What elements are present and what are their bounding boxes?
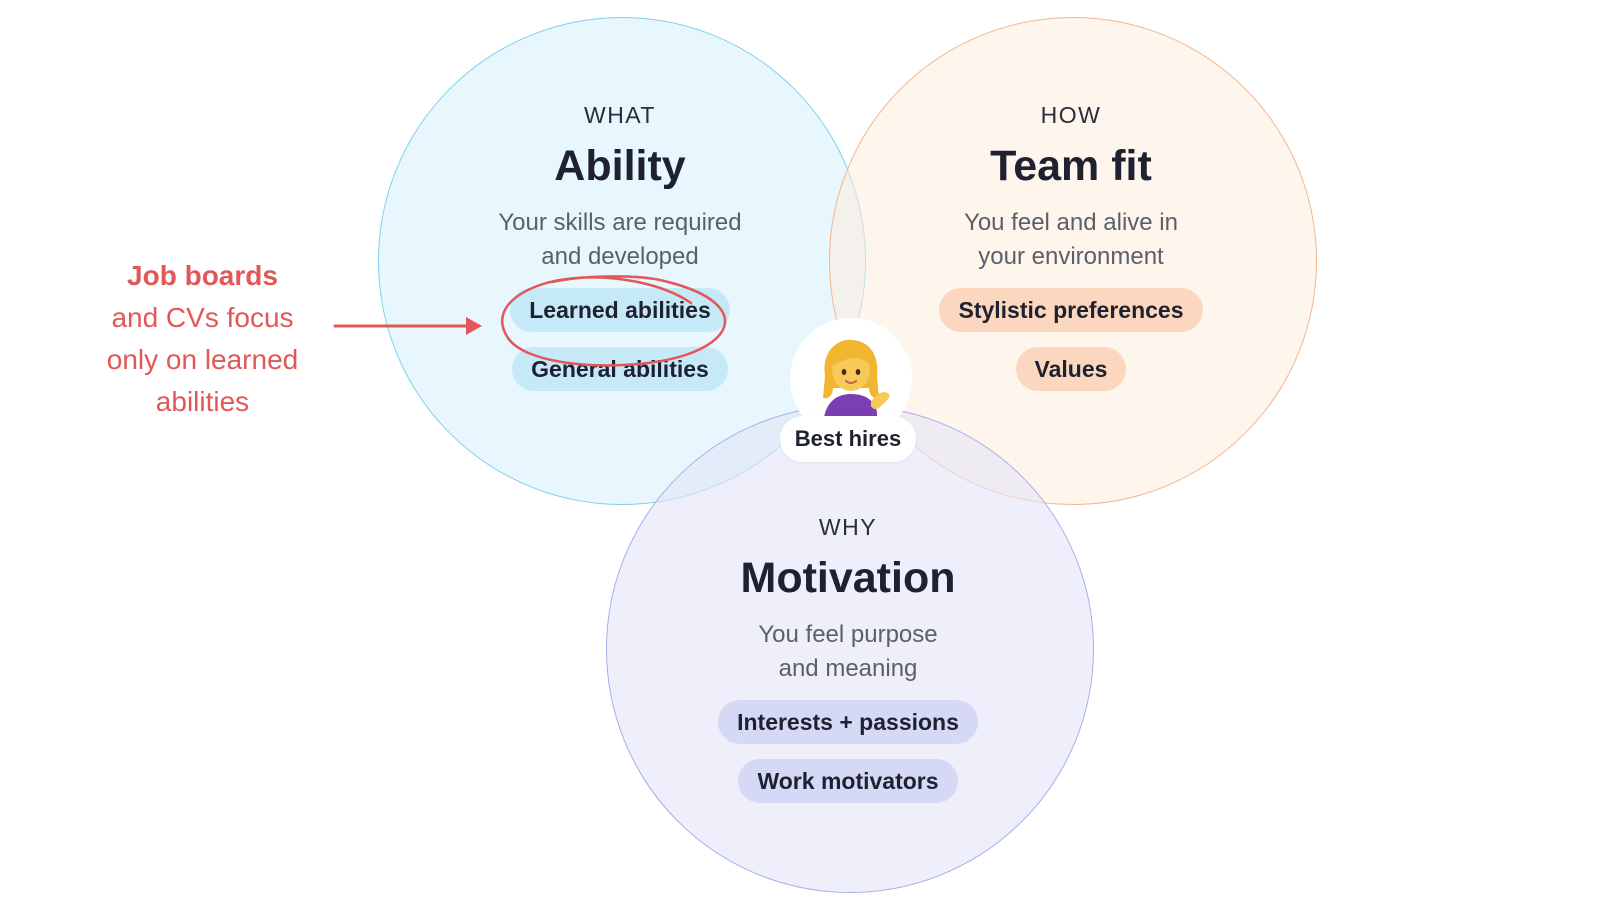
motivation-description: You feel purpose and meaning	[668, 618, 1028, 686]
ability-group: WHAT Ability Your skills are required an…	[440, 104, 800, 391]
pill-stylistic-preferences: Stylistic preferences	[939, 288, 1203, 332]
motivation-description-line: You feel purpose	[758, 621, 938, 648]
woman-tipping-hand-icon	[823, 339, 890, 428]
motivation-title: Motivation	[740, 554, 956, 602]
motivation-group: WHY Motivation You feel purpose and mean…	[668, 516, 1028, 803]
ability-title: Ability	[554, 142, 686, 190]
ability-description: Your skills are required and developed	[440, 206, 800, 274]
annotation-line: abilities	[155, 386, 250, 417]
best-hires-label: Best hires	[780, 416, 916, 462]
team-fit-description: You feel and alive in your environment	[891, 206, 1251, 274]
annotation-line: only on learned	[106, 344, 299, 375]
pill-general-abilities: General abilities	[512, 347, 728, 391]
motivation-kicker: WHY	[818, 514, 878, 540]
motivation-circle	[606, 405, 1094, 893]
pill-interests-passions: Interests + passions	[718, 700, 978, 744]
ability-description-line: Your skills are required	[498, 209, 742, 236]
ability-kicker: WHAT	[583, 102, 656, 128]
ability-description-line: and developed	[541, 243, 699, 270]
team-fit-group: HOW Team fit You feel and alive in your …	[891, 104, 1251, 391]
best-hires-badge: Best hires	[780, 318, 920, 462]
pill-work-motivators: Work motivators	[738, 759, 958, 803]
annotation-line: Job boards	[127, 260, 278, 291]
pill-values: Values	[1015, 347, 1127, 391]
team-fit-description-line: your environment	[978, 243, 1164, 270]
team-fit-kicker: HOW	[1040, 102, 1102, 128]
pill-learned-abilities: Learned abilities	[510, 288, 730, 332]
annotation-text: Job boards and CVs focus only on learned…	[80, 255, 325, 423]
team-fit-title: Team fit	[990, 142, 1152, 190]
motivation-description-line: and meaning	[778, 655, 918, 682]
team-fit-description-line: You feel and alive in	[964, 209, 1178, 236]
annotation-line: and CVs focus	[111, 302, 294, 333]
